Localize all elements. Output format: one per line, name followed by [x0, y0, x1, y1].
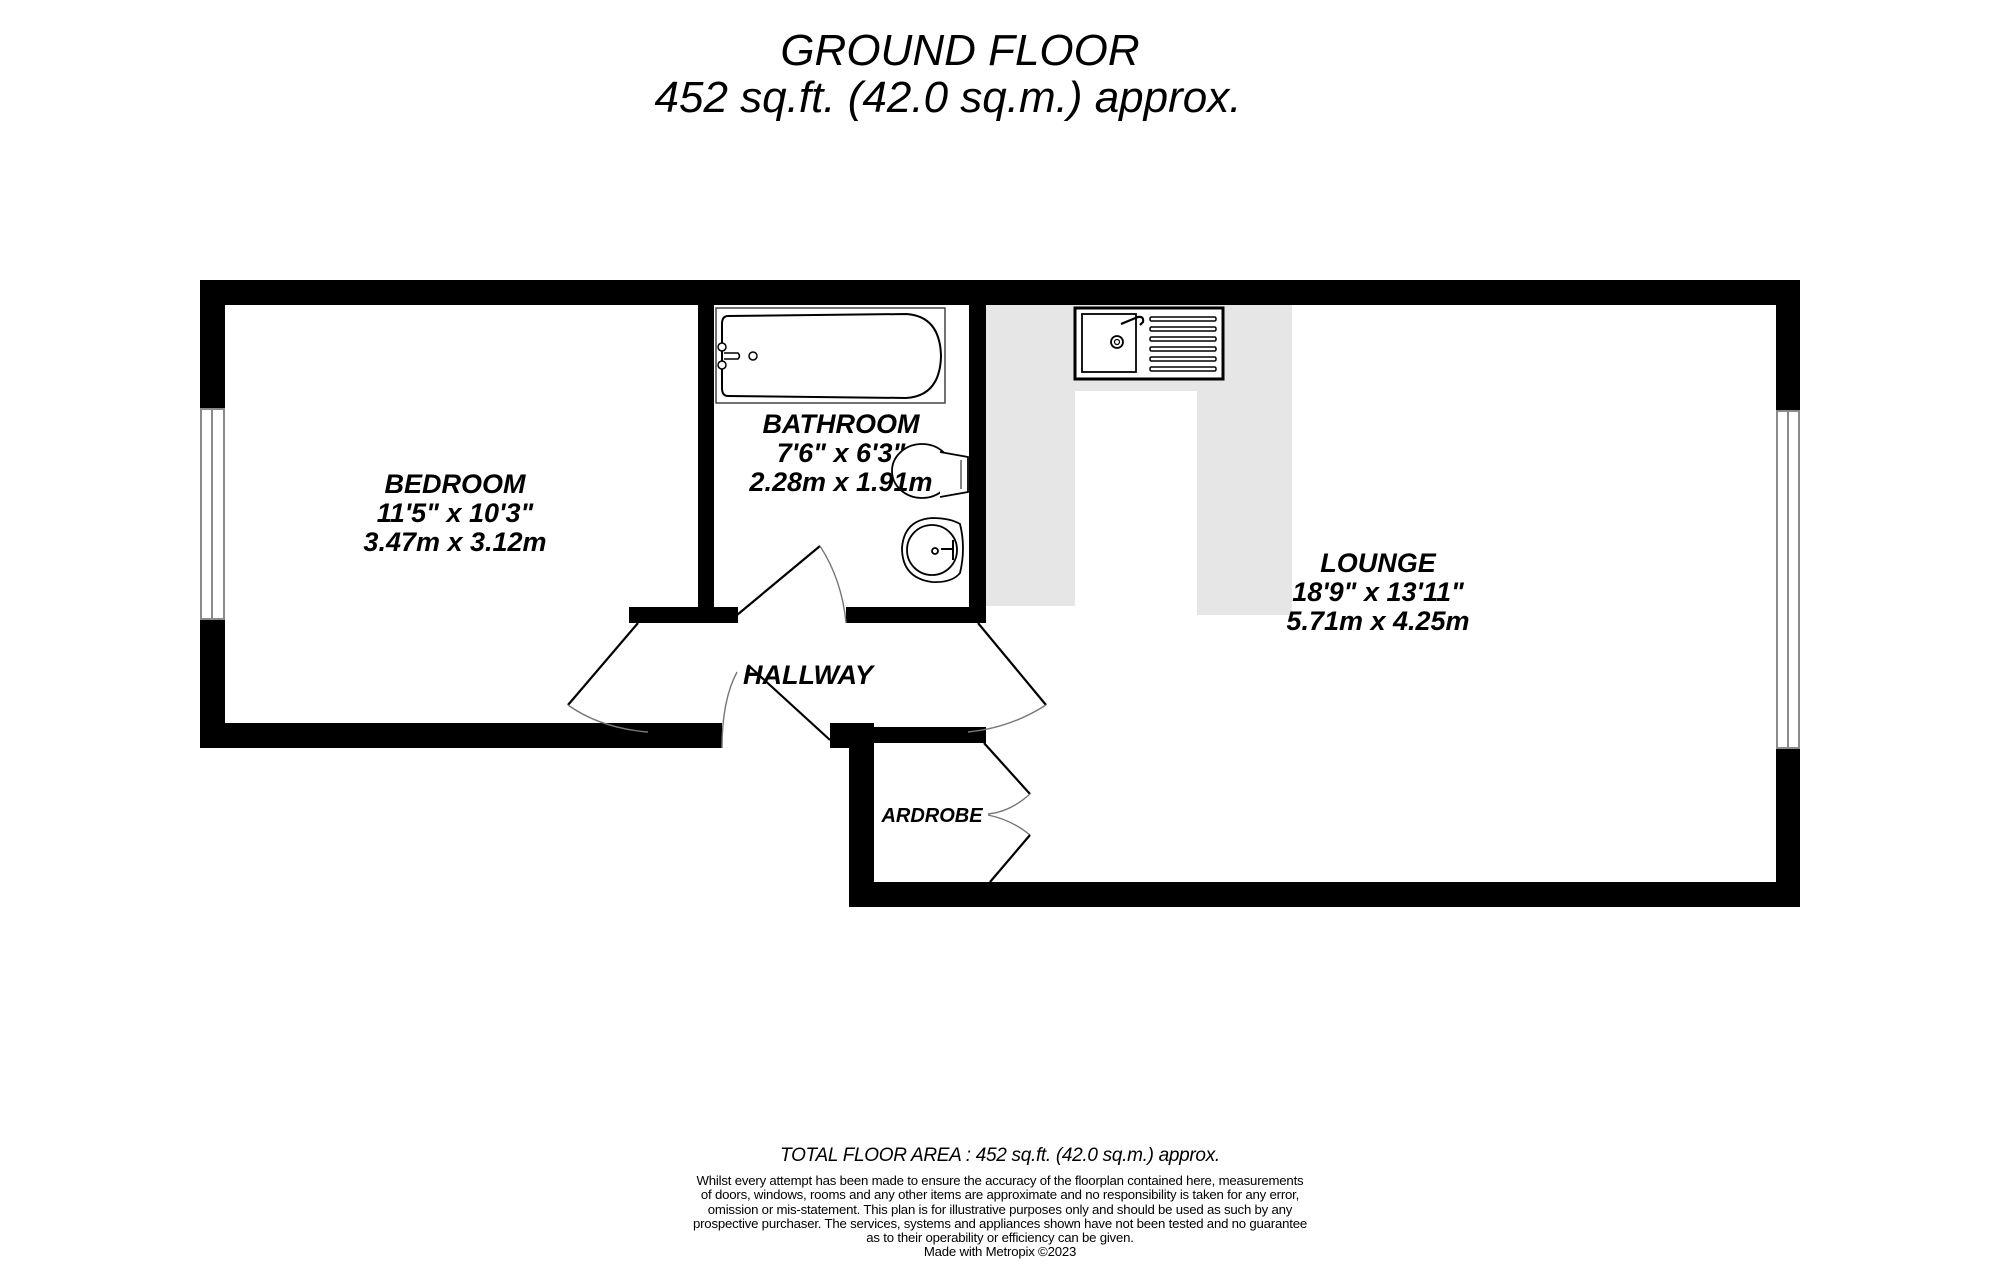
room-label-lounge: LOUNGE 18'9" x 13'11" 5.71m x 4.25m [1258, 549, 1498, 636]
doors [567, 545, 1047, 883]
room-label-hallway: HALLWAY [728, 661, 888, 690]
room-label-bathroom: BATHROOM 7'6" x 6'3" 2.28m x 1.91m [721, 410, 961, 497]
room-label-bedroom: BEDROOM 11'5" x 10'3" 3.47m x 3.12m [335, 470, 575, 557]
disclaimer-line: of doors, windows, rooms and any other i… [700, 1187, 1300, 1203]
room-label-wardrobe: ARDROBE [874, 802, 990, 831]
room-name: ARDROBE [881, 805, 983, 827]
toilet-icon [891, 443, 969, 499]
room-size-imperial: 18'9" x 13'11" [1292, 577, 1464, 607]
total-floor-area: TOTAL FLOOR AREA : 452 sq.ft. (42.0 sq.m… [780, 1145, 1220, 1166]
floor-area: 452 sq.ft. (42.0 sq.m.) approx. [654, 73, 1242, 122]
room-name: LOUNGE [1320, 548, 1436, 578]
room-name: HALLWAY [743, 660, 873, 690]
floor-title: GROUND FLOOR [780, 26, 1140, 75]
disclaimer-line: omission or mis-statement. This plan is … [707, 1201, 1293, 1217]
room-size-metric: 3.47m x 3.12m [363, 527, 547, 557]
room-size-imperial: 7'6" x 6'3" [776, 438, 906, 468]
left-window [200, 408, 225, 620]
disclaimer-line: as to their operability or efficiency ca… [866, 1230, 1134, 1246]
room-name: BATHROOM [762, 409, 920, 439]
footer: TOTAL FLOOR AREA : 452 sq.ft. (42.0 sq.m… [600, 1145, 1400, 1260]
room-size-metric: 2.28m x 1.91m [749, 467, 933, 497]
washbasin-icon [901, 517, 964, 583]
kitchen-sink-icon [1073, 306, 1225, 381]
disclaimer-line: Whilst every attempt has been made to en… [696, 1173, 1304, 1188]
kitchen-area [986, 305, 1292, 615]
credit: Made with Metropix ©2023 [923, 1244, 1077, 1260]
bathtub-icon [715, 307, 946, 404]
right-window [1776, 410, 1800, 749]
room-size-metric: 5.71m x 4.25m [1286, 606, 1470, 636]
walls [200, 280, 1800, 907]
room-size-imperial: 11'5" x 10'3" [376, 498, 534, 528]
disclaimer-line: prospective purchaser. The services, sys… [692, 1215, 1307, 1231]
room-name: BEDROOM [384, 469, 526, 499]
